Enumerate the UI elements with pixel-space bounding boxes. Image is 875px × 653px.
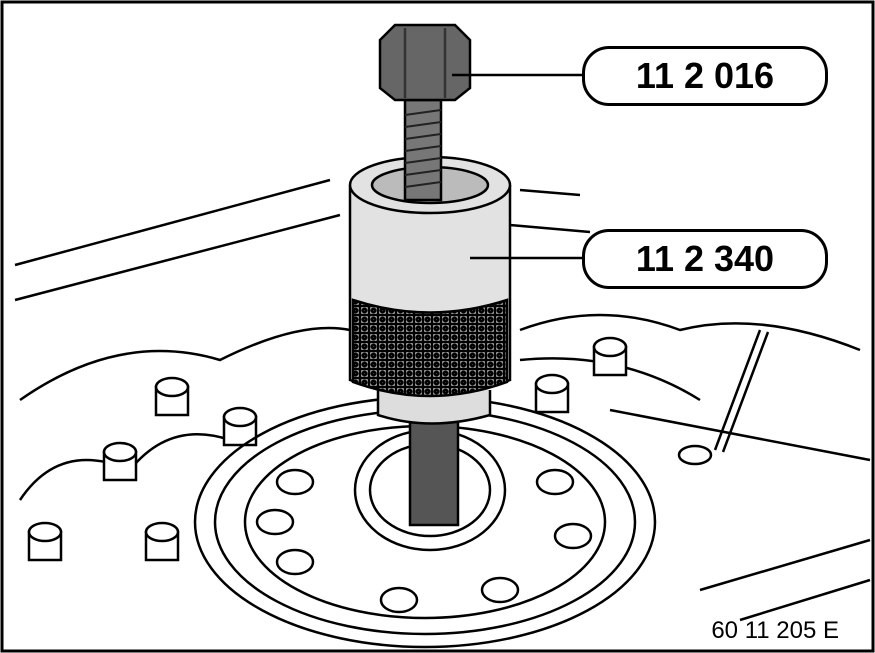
flange: [193, 395, 657, 649]
callout-puller-sleeve: 11 2 340: [582, 229, 828, 289]
figure-reference: 60 11 205 E: [711, 617, 839, 644]
callout-puller-bolt: 11 2 016: [582, 46, 828, 106]
puller-sleeve: [348, 155, 512, 425]
knurled-grip: [351, 298, 509, 398]
puller-bolt: [378, 23, 472, 202]
